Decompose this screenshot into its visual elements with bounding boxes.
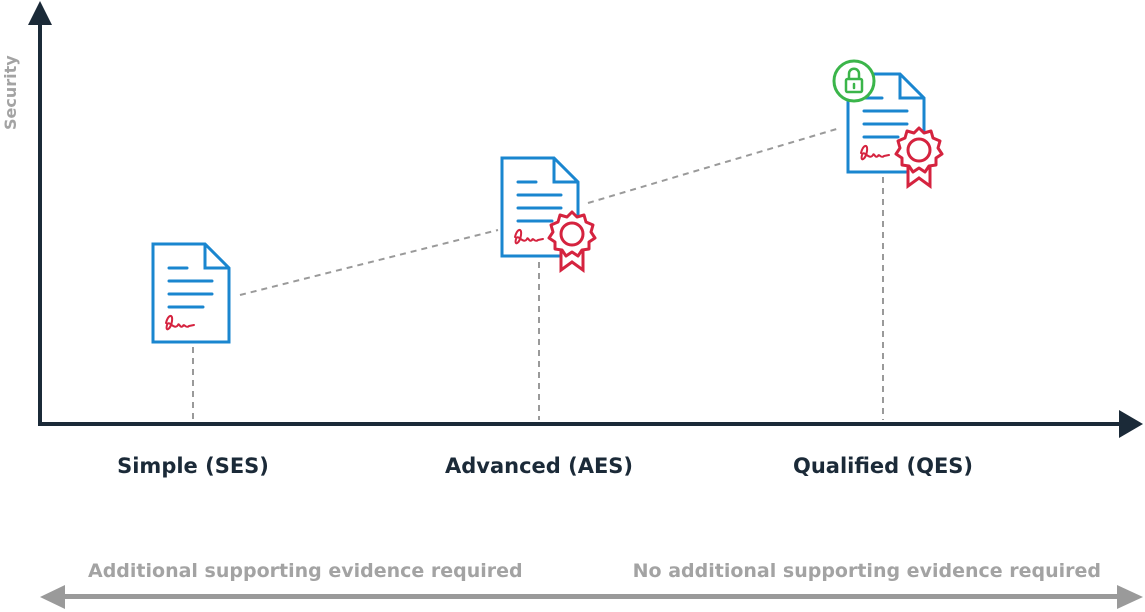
x-axis-arrowhead: [1119, 410, 1143, 438]
trend-line: [239, 127, 841, 296]
ses-document: [151, 242, 231, 344]
padlock-icon: [832, 59, 876, 103]
level-label-aes: Advanced (AES): [445, 454, 633, 478]
y-axis-label: Security: [1, 55, 20, 130]
y-axis-arrowhead: [28, 1, 52, 25]
qes-document: [832, 59, 944, 188]
evidence-label-right: No additional supporting evidence requir…: [633, 560, 1101, 582]
aes-document: [500, 156, 597, 272]
level-label-qes: Qualified (QES): [793, 454, 973, 478]
guide-lines: [192, 177, 884, 420]
level-label-ses: Simple (SES): [117, 454, 269, 478]
evidence-arrow: [40, 585, 1143, 609]
evidence-arrowhead-left: [40, 585, 65, 609]
axes: [28, 1, 1143, 438]
signed-document-icon: [151, 242, 231, 344]
evidence-label-left: Additional supporting evidence required: [88, 560, 523, 582]
evidence-arrowhead-right: [1117, 585, 1143, 609]
level-labels: Simple (SES) Advanced (AES) Qualified (Q…: [117, 454, 973, 478]
